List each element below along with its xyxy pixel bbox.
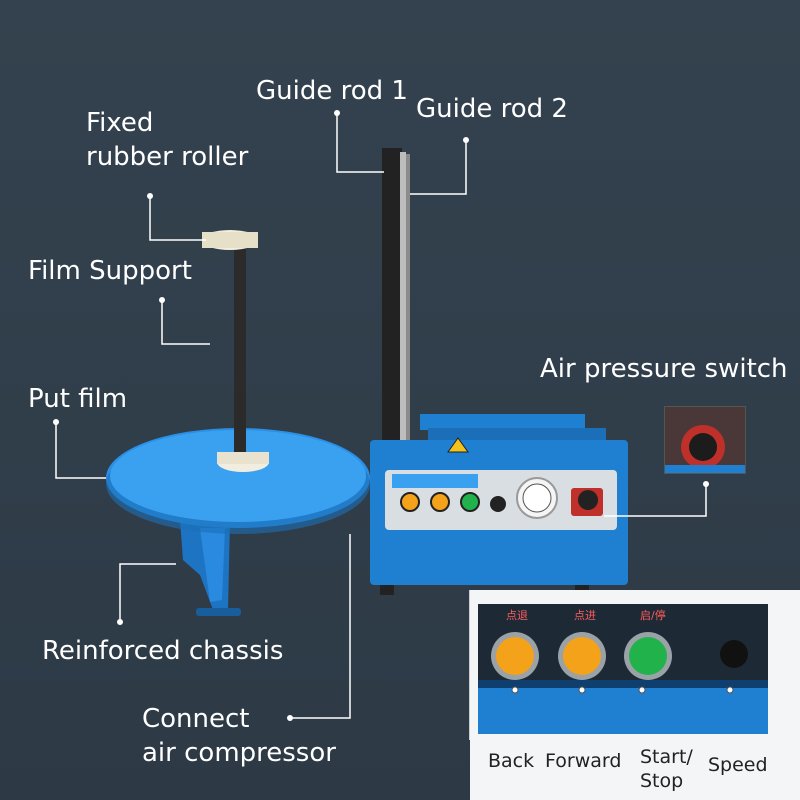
panel-buttons — [400, 477, 603, 519]
caption-start-stop-line1: Start/ — [640, 746, 693, 768]
label-connect-air-compressor-line2: air compressor — [142, 738, 336, 768]
label-reinforced-chassis: Reinforced chassis — [42, 636, 284, 666]
back-button-cn-label: 点退 — [506, 609, 528, 622]
leader-dots — [53, 110, 709, 721]
control-panel-buttons-closeup — [478, 632, 768, 734]
caption-forward: Forward — [545, 750, 622, 772]
label-guide-rod-2: Guide rod 2 — [416, 94, 568, 124]
caption-back: Back — [488, 750, 535, 772]
label-air-pressure-switch: Air pressure switch — [540, 354, 788, 384]
guide-rods — [382, 148, 410, 448]
label-guide-rod-1: Guide rod 1 — [256, 76, 408, 106]
air-switch-closeup — [665, 407, 745, 473]
label-fixed-rubber-roller-line2: rubber roller — [86, 142, 249, 172]
label-fixed-rubber-roller-line1: Fixed — [86, 108, 154, 138]
reinforced-chassis — [180, 520, 241, 616]
forward-button-cn-label: 点进 — [574, 609, 596, 622]
caption-start-stop-line2: Stop — [640, 770, 684, 792]
label-connect-air-compressor-line1: Connect — [142, 704, 250, 734]
film-support-rod — [202, 230, 269, 472]
start-stop-button-cn-label: 启/停 — [640, 609, 666, 622]
control-panel-inset: 点退 点进 启/停 — [478, 604, 768, 734]
label-film-support: Film Support — [28, 256, 192, 286]
air-pressure-switch-inset — [664, 406, 746, 474]
caption-speed: Speed — [708, 754, 768, 776]
label-put-film: Put film — [28, 384, 128, 414]
film-turntable — [106, 428, 370, 534]
